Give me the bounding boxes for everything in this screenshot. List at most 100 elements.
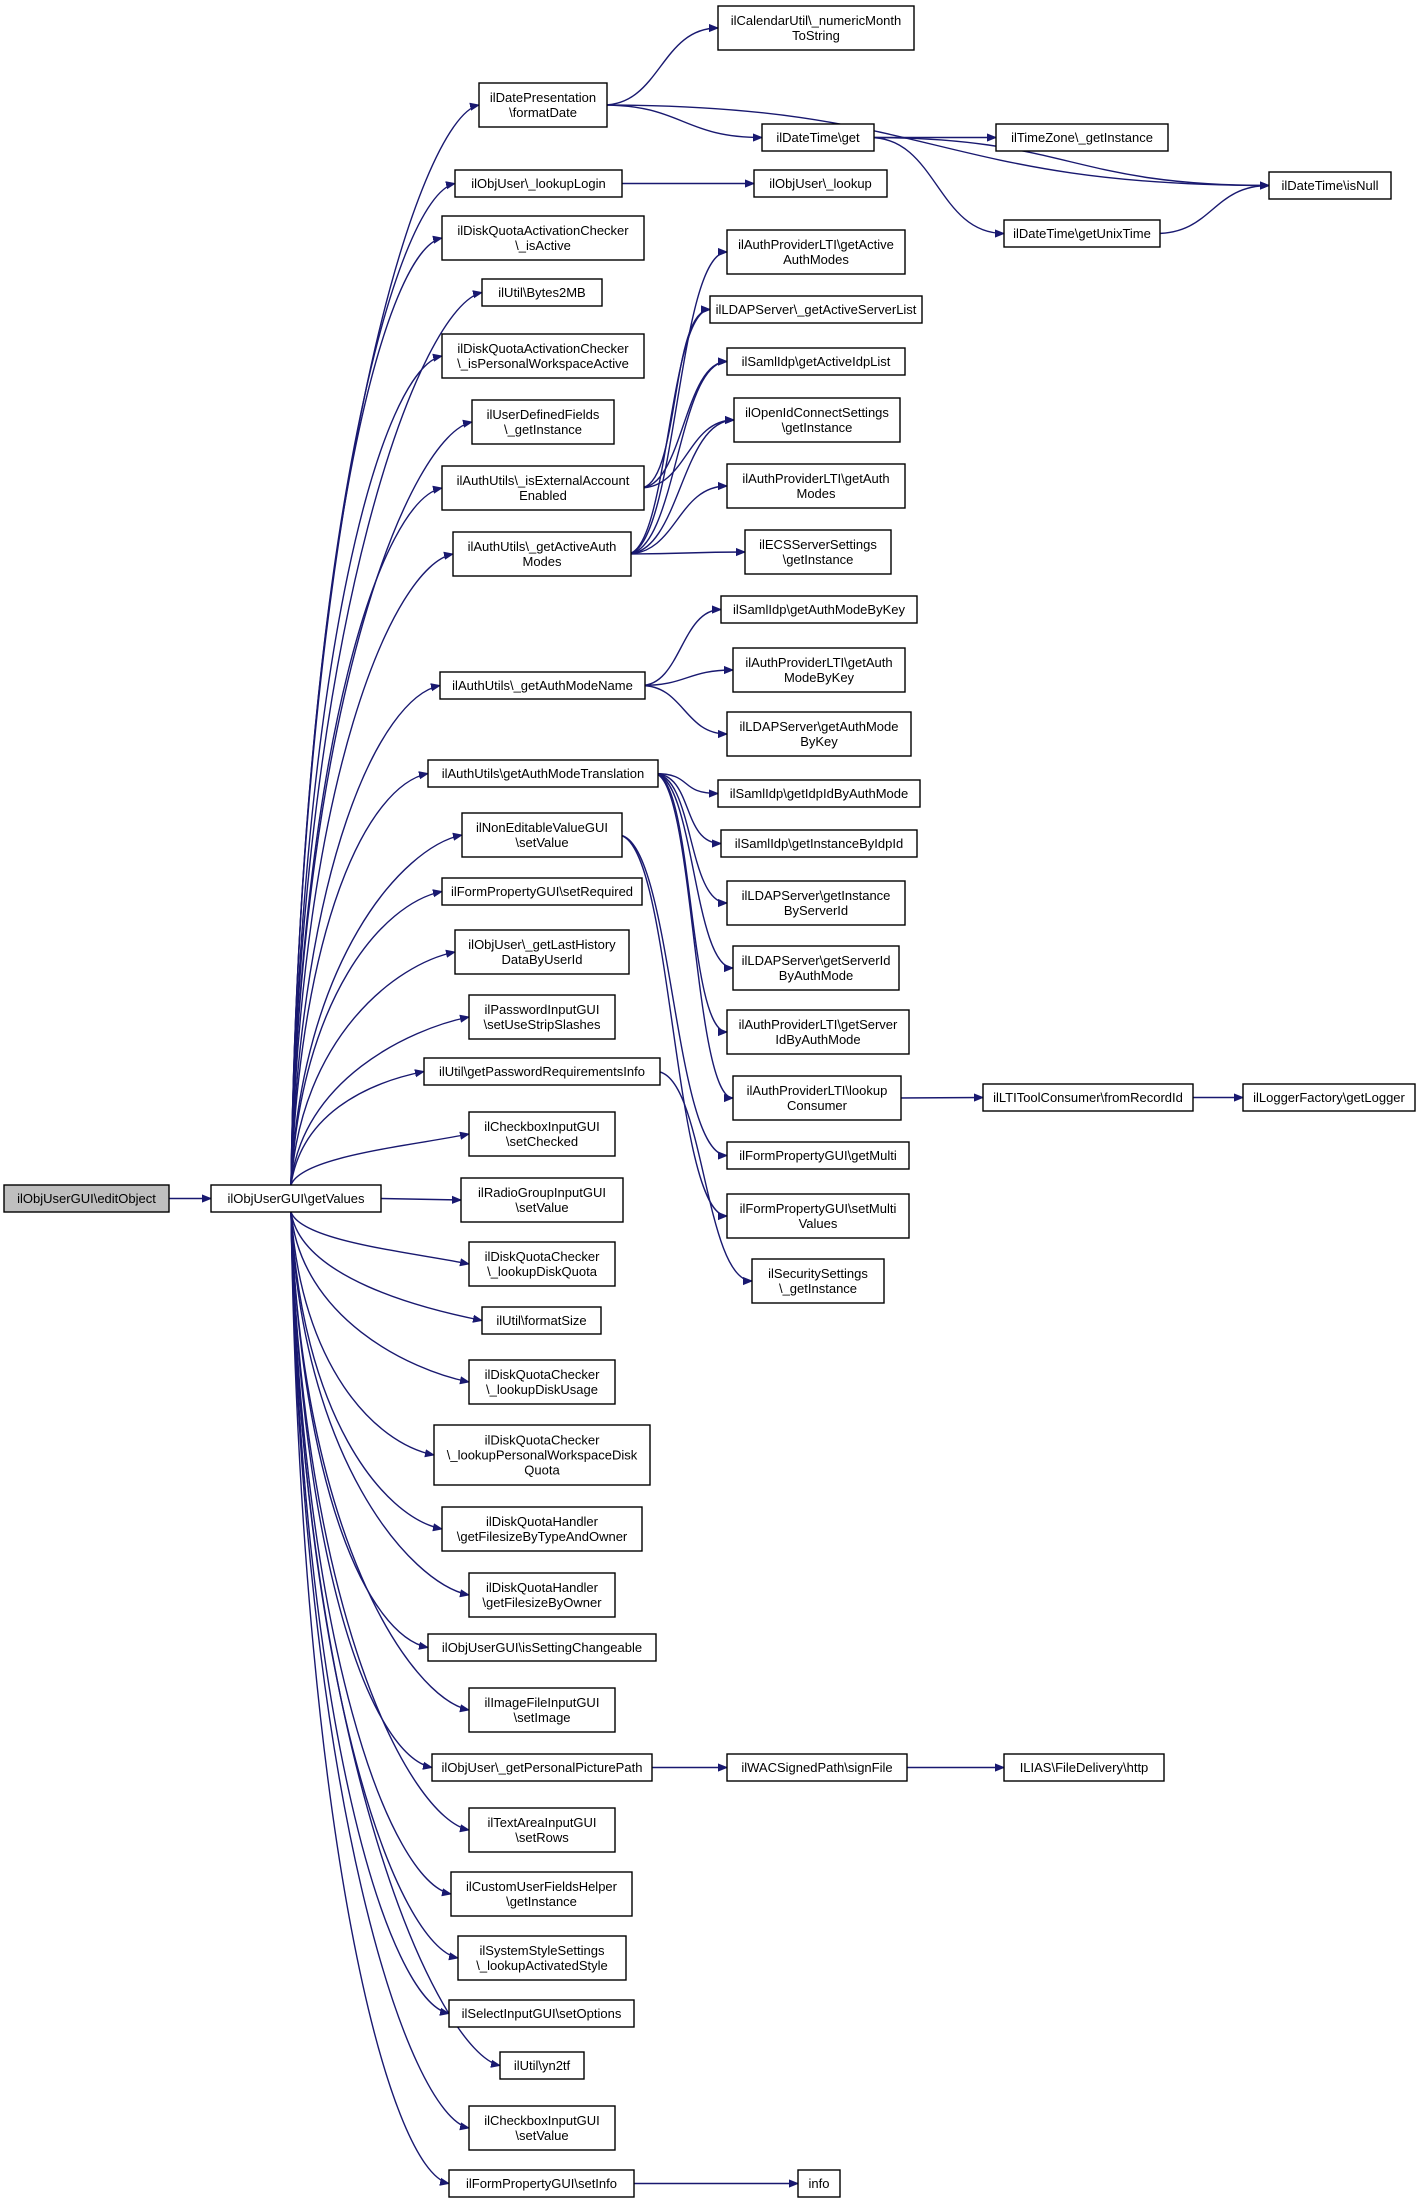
call-edge-n55-n59 (896, 1098, 983, 1099)
node-box (726, 711, 912, 757)
function-node-n50[interactable]: ilSamlIdp\getIdpIdByAuthMode (717, 779, 921, 808)
node-label-line: ModeByKey (784, 670, 855, 685)
function-node-n26[interactable]: ilImageFileInputGUI\setImage (468, 1687, 616, 1733)
function-node-n33[interactable]: ilCheckboxInputGUI\setValue (468, 2105, 616, 2151)
call-edge-n36-n39 (869, 136, 1004, 234)
function-node-n6[interactable]: ilDiskQuotaActivationChecker\_isPersonal… (441, 333, 645, 379)
function-node-n20[interactable]: ilUtil\formatSize (481, 1306, 602, 1335)
call-edge-n11-n50 (653, 772, 718, 794)
node-box (751, 1258, 885, 1304)
function-node-n19[interactable]: ilDiskQuotaChecker\_lookupDiskQuota (468, 1241, 616, 1287)
function-node-n12[interactable]: ilNonEditableValueGUI\setValue (461, 812, 623, 858)
function-node-n17[interactable]: ilCheckboxInputGUI\setChecked (468, 1111, 616, 1157)
function-node-n24[interactable]: ilDiskQuotaHandler\getFilesizeByOwner (468, 1572, 616, 1618)
node-box (468, 1807, 616, 1853)
function-node-n39[interactable]: ilDateTime\getUnixTime (1003, 219, 1161, 248)
node-box (468, 1359, 616, 1405)
function-node-n15[interactable]: ilPasswordInputGUI\setUseStripSlashes (468, 994, 616, 1040)
function-node-n51[interactable]: ilSamlIdp\getInstanceByIdpId (720, 829, 918, 858)
function-node-n7[interactable]: ilUserDefinedFields\_getInstance (471, 399, 615, 445)
call-edge-n9-n42 (626, 310, 711, 555)
function-node-n11[interactable]: ilAuthUtils\getAuthModeTranslation (427, 759, 659, 788)
node-label-line: ilTextAreaInputGUI (487, 1815, 596, 1830)
function-node-n40[interactable]: ilObjUser\_lookup (753, 169, 888, 198)
function-node-n21[interactable]: ilDiskQuotaChecker\_lookupDiskUsage (468, 1359, 616, 1405)
call-edge-n1-n34 (290, 1211, 449, 2184)
function-node-n18[interactable]: ilRadioGroupInputGUI\setValue (460, 1177, 624, 1223)
function-node-n34[interactable]: ilFormPropertyGUI\setInfo (448, 2169, 635, 2198)
function-node-n32[interactable]: ilUtil\yn2tf (499, 2051, 585, 2080)
node-box (761, 123, 875, 152)
call-edge-n12-n56 (617, 834, 728, 1156)
function-node-n31[interactable]: ilSelectInputGUI\setOptions (448, 1999, 635, 2028)
function-node-n4[interactable]: ilDiskQuotaActivationChecker\_isActive (441, 215, 645, 261)
node-label-line: ilSamlIdp\getAuthModeByKey (733, 602, 905, 617)
function-node-n16[interactable]: ilUtil\getPasswordRequirementsInfo (423, 1057, 661, 1086)
node-box (433, 1424, 651, 1486)
function-node-n38[interactable]: ilTimeZone\_getInstance (995, 123, 1169, 152)
node-box (499, 2051, 585, 2080)
function-node-n28[interactable]: ilTextAreaInputGUI\setRows (468, 1807, 616, 1853)
function-node-n23[interactable]: ilDiskQuotaHandler\getFilesizeByTypeAndO… (441, 1506, 643, 1552)
function-node-n29[interactable]: ilCustomUserFieldsHelper\getInstance (450, 1871, 633, 1917)
function-node-n2[interactable]: ilDatePresentation\formatDate (478, 82, 608, 128)
node-label-line: ilObjUser\_getLastHistory (468, 937, 616, 952)
function-node-n42[interactable]: ilLDAPServer\_getActiveServerList (709, 295, 923, 324)
function-node-n36[interactable]: ilDateTime\get (761, 123, 875, 152)
call-edge-n10-n48 (640, 670, 733, 687)
function-node-n22[interactable]: ilDiskQuotaChecker\_lookupPersonalWorksp… (433, 1424, 651, 1486)
node-label-line: \_isActive (515, 238, 571, 253)
node-box (1268, 171, 1392, 200)
call-edge-n1-n15 (290, 1017, 469, 1186)
function-node-n62[interactable]: ILIAS\FileDelivery\http (1003, 1753, 1165, 1782)
function-node-n10[interactable]: ilAuthUtils\_getAuthModeName (439, 671, 646, 700)
function-node-n0[interactable]: ilObjUserGUI\editObject (3, 1184, 170, 1213)
node-label-line: ilObjUserGUI\editObject (17, 1191, 156, 1206)
function-node-n58[interactable]: ilSecuritySettings\_getInstance (751, 1258, 885, 1304)
function-node-n60[interactable]: ilLoggerFactory\getLogger (1242, 1083, 1416, 1112)
node-box (726, 463, 906, 509)
function-node-n48[interactable]: ilAuthProviderLTI\getAuthModeByKey (732, 647, 906, 693)
function-node-n44[interactable]: ilOpenIdConnectSettings\getInstance (733, 397, 901, 443)
function-node-n37[interactable]: ilDateTime\isNull (1268, 171, 1392, 200)
function-node-n43[interactable]: ilSamlIdp\getActiveIdpList (726, 347, 906, 376)
function-node-n1[interactable]: ilObjUserGUI\getValues (210, 1184, 382, 1213)
node-label-line: ilFormPropertyGUI\getMulti (739, 1148, 897, 1163)
node-label-line: IdByAuthMode (775, 1032, 860, 1047)
function-node-n25[interactable]: ilObjUserGUI\isSettingChangeable (427, 1633, 657, 1662)
function-node-n30[interactable]: ilSystemStyleSettings\_lookupActivatedSt… (457, 1935, 627, 1981)
function-node-n3[interactable]: ilObjUser\_lookupLogin (454, 169, 623, 198)
function-node-n59[interactable]: ilLTIToolConsumer\fromRecordId (982, 1083, 1194, 1112)
node-label-line: \_lookupActivatedStyle (476, 1958, 608, 1973)
function-node-n47[interactable]: ilSamlIdp\getAuthModeByKey (720, 595, 918, 624)
function-node-n46[interactable]: ilECSServerSettings\getInstance (744, 529, 892, 575)
function-node-n49[interactable]: ilLDAPServer\getAuthModeByKey (726, 711, 912, 757)
call-edge-n1-n14 (290, 952, 455, 1186)
call-edge-n1-n20 (290, 1211, 482, 1321)
node-box (481, 1306, 602, 1335)
call-edge-n1-n26 (290, 1211, 469, 1710)
call-edge-n2-n36 (602, 104, 762, 138)
function-node-n27[interactable]: ilObjUser\_getPersonalPicturePath (431, 1753, 653, 1782)
node-box (441, 465, 645, 511)
node-label-line: ilLDAPServer\getAuthMode (740, 719, 899, 734)
function-node-n63[interactable]: info (797, 2169, 841, 2198)
function-node-n13[interactable]: ilFormPropertyGUI\setRequired (441, 877, 643, 906)
call-edge-n1-n6 (290, 356, 442, 1186)
function-node-n5[interactable]: ilUtil\Bytes2MB (481, 278, 603, 307)
function-node-n56[interactable]: ilFormPropertyGUI\getMulti (726, 1141, 910, 1170)
call-edge-n1-n30 (290, 1211, 458, 1958)
call-edge-n39-n37 (1155, 186, 1269, 235)
function-node-n61[interactable]: ilWACSignedPath\signFile (726, 1753, 908, 1782)
